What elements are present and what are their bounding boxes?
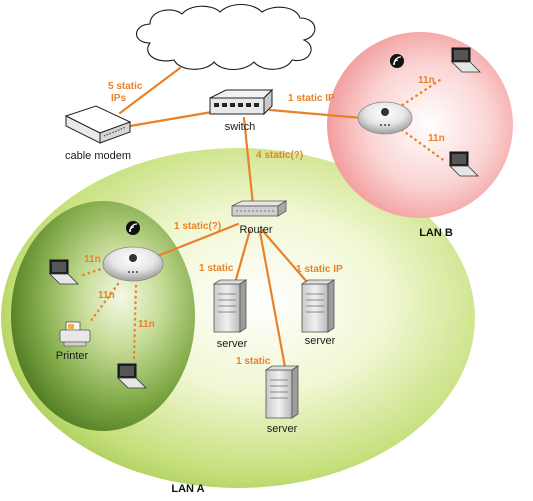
link-label-router-server-1: 1 static [199, 263, 234, 274]
cable-modem-icon [64, 105, 132, 144]
link-cloud-modem [118, 66, 182, 115]
link-label-switch-lan-b: 1 static IP [288, 93, 335, 104]
switch-label: switch [225, 121, 256, 133]
server-3-label: server [267, 423, 298, 435]
lan-a-base-station-icon [102, 246, 164, 282]
wifi-label-lan-a-laptop-2: 11n [138, 319, 155, 330]
link-router-server-2 [260, 228, 309, 284]
link-router-server-3 [258, 230, 287, 369]
server-1-label: server [217, 338, 248, 350]
server-1-icon [212, 279, 248, 333]
link-router-server-1 [233, 228, 252, 285]
wifi-lan-a-laptop-2 [132, 284, 138, 360]
switch-icon [209, 88, 274, 116]
link-label-router-server-3: 1 static [236, 356, 271, 367]
link-switch-router [242, 116, 255, 207]
wifi-lan-b-laptop-2 [400, 128, 448, 164]
lan-a-laptop-2-icon [117, 363, 147, 389]
link-label-cloud-modem: 5 static IPs [108, 81, 145, 104]
link-label-router-server-2: 1 static IP [296, 264, 343, 275]
wifi-label-lan-b-laptop-1: 11n [418, 75, 435, 86]
lan-b-laptop-2-icon [449, 151, 479, 177]
lan-b-zone [327, 32, 513, 218]
link-label-cloud-modem-line-1: 5 static [108, 81, 143, 92]
link-label-router-lan-a-base: 1 static(?) [174, 221, 221, 232]
wired-links [118, 66, 364, 369]
link-router-lan-a-base [158, 222, 240, 257]
lan-b-label: LAN B [419, 227, 453, 239]
lan-a-label: LAN A [171, 483, 204, 495]
lan-b-base-station-icon [357, 101, 413, 135]
lan-a-laptop-icon [49, 259, 79, 285]
printer-label: Printer [56, 350, 89, 362]
cable-modem-label: cable modem [65, 150, 131, 162]
server-2-label: server [305, 335, 336, 347]
router-icon [231, 200, 288, 217]
link-switch-lan-b [268, 108, 364, 120]
printer-icon [59, 321, 91, 347]
wifi-label-lan-a-printer: 11n [98, 290, 115, 301]
server-3-icon [264, 365, 300, 419]
internet-cloud [135, 3, 316, 71]
lan-b-wireless-icon [390, 54, 404, 68]
lan-a-wireless-zone [11, 201, 195, 431]
link-modem-switch [128, 110, 214, 128]
link-label-switch-router: 4 static(?) [256, 150, 303, 161]
wifi-label-lan-b-laptop-2: 11n [428, 133, 445, 144]
server-2-icon [300, 279, 336, 333]
wifi-label-lan-a-laptop: 11n [84, 254, 101, 265]
wifi-lan-a-printer [88, 282, 120, 324]
lan-b-laptop-1-icon [451, 47, 481, 73]
lan-a-wireless-icon [126, 221, 140, 235]
link-label-cloud-modem-line-2: IPs [111, 93, 126, 104]
router-label: Router [239, 224, 272, 236]
